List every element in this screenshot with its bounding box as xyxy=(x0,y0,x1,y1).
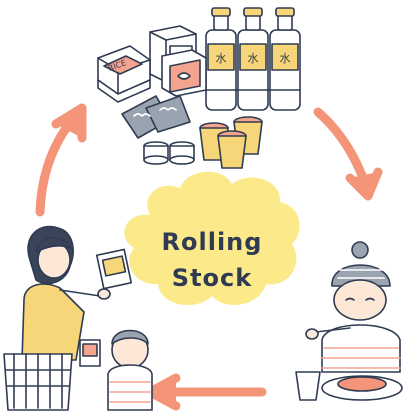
eating-person xyxy=(295,241,403,401)
rice-pack-icon: RICE xyxy=(97,45,151,103)
center-title-line1: Rolling xyxy=(162,228,263,256)
water-label-3: 水 xyxy=(280,52,291,65)
retort-pouch-icon xyxy=(121,95,191,139)
water-label-2: 水 xyxy=(248,52,259,65)
water-label-1: 水 xyxy=(216,52,227,65)
mother-figure xyxy=(21,225,111,361)
child-figure xyxy=(79,329,153,411)
knit-hat-icon xyxy=(331,241,391,287)
center-title-line2: Stock xyxy=(172,264,252,292)
arrow-to-consume xyxy=(313,107,383,201)
plate-icon xyxy=(321,375,403,401)
held-food-pack-icon xyxy=(95,248,133,290)
cloud-shape xyxy=(124,171,300,306)
center-bubble: Rolling Stock xyxy=(124,171,300,306)
shopping-basket-icon xyxy=(3,353,73,411)
arrow-to-purchase xyxy=(145,373,267,411)
cup-noodle-icon xyxy=(199,116,263,169)
food-can-icon xyxy=(149,25,207,97)
glass-icon xyxy=(295,371,321,401)
shopping-mother-child xyxy=(3,225,153,411)
stockpile: 水 水 水 xyxy=(97,7,301,169)
can-stack-icon xyxy=(143,141,195,165)
arrow-to-stock xyxy=(35,103,87,217)
water-bottle-icon: 水 水 水 xyxy=(205,7,301,111)
